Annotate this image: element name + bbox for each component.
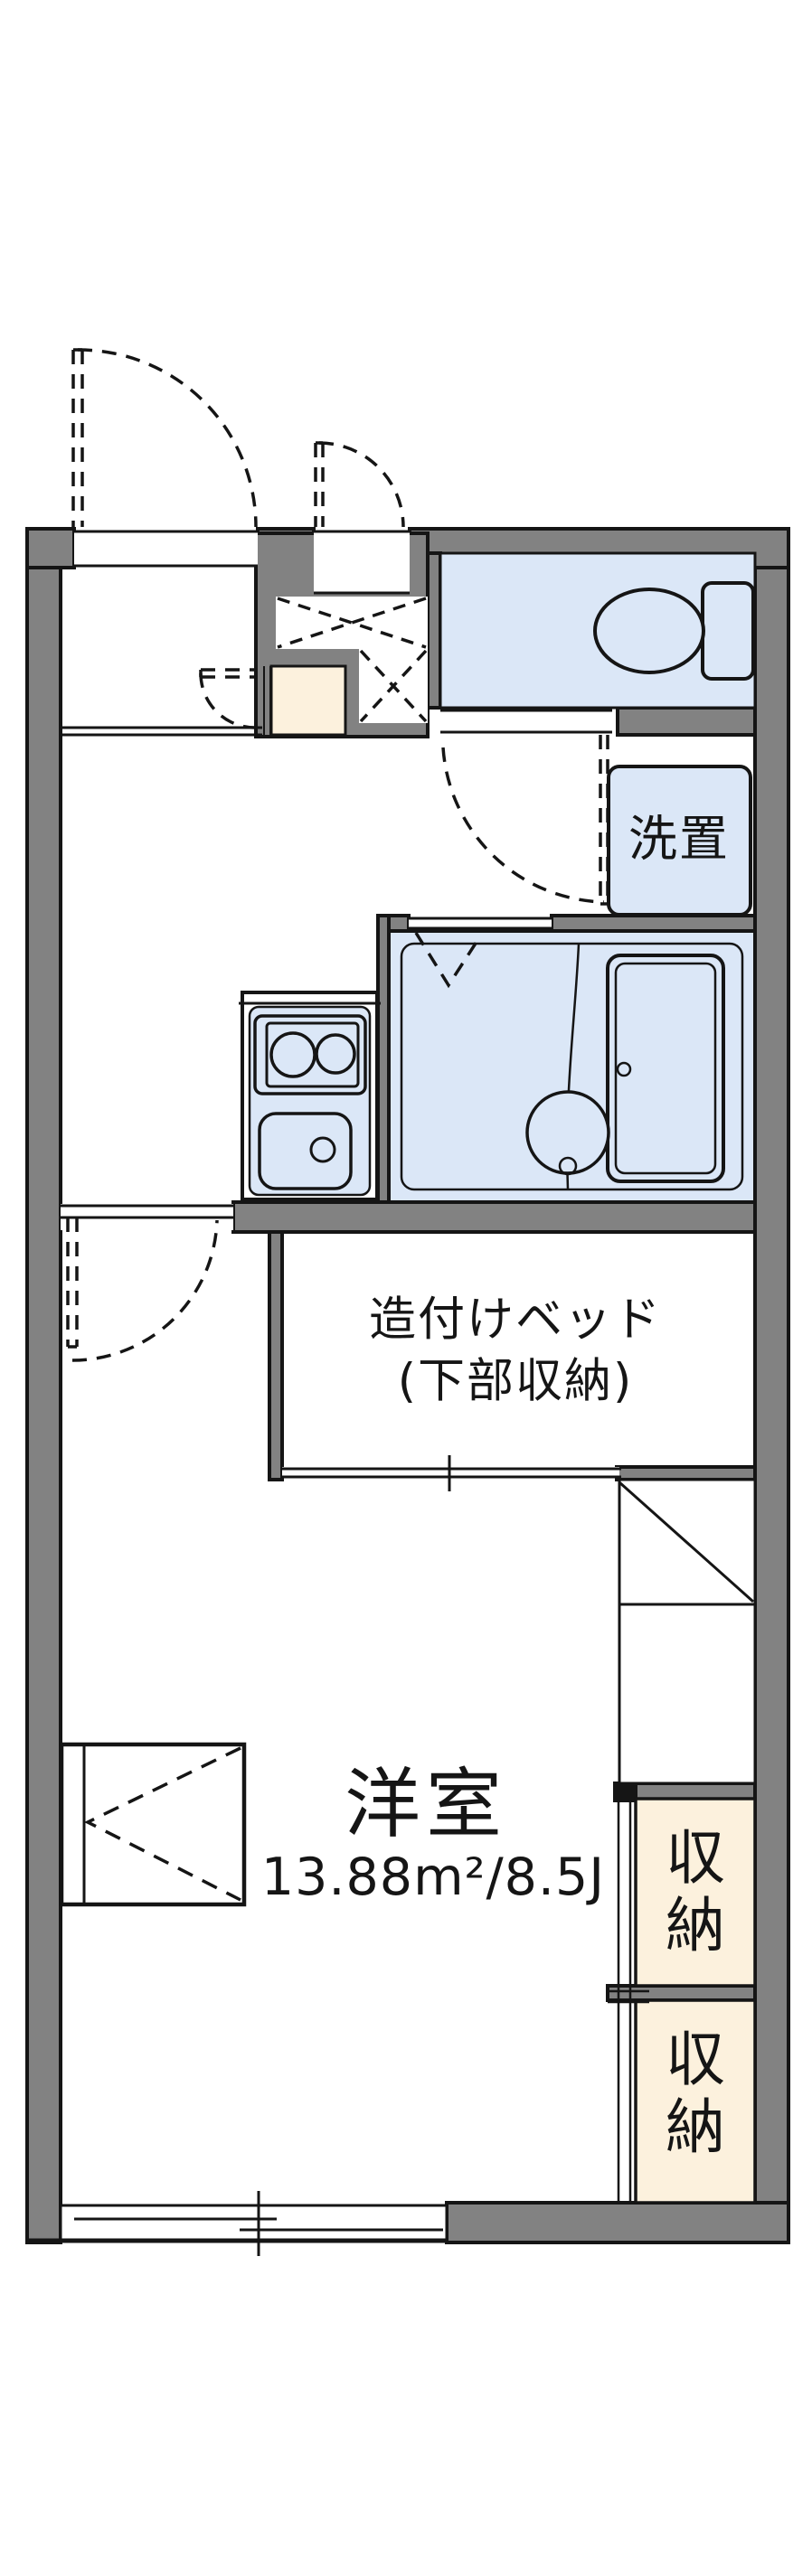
wall-step-block [617, 1782, 637, 1800]
wall-partition-room [231, 1200, 757, 1234]
storage-upper-char2: 納 [666, 1891, 725, 1960]
window-opening [61, 2205, 447, 2239]
built-in-bed-label-line1: 造付けベッド [368, 1293, 663, 1348]
refrigerator-space [618, 1478, 757, 1785]
closet-x-lower [359, 649, 428, 723]
toilet-door-opening [440, 710, 612, 733]
bathtub-inner-edge [614, 962, 717, 1175]
storage-threshold-lines [314, 530, 410, 595]
wall-toilet-left [426, 551, 442, 710]
room-door-leaf [66, 1217, 79, 1349]
toilet-door-arc [441, 747, 605, 904]
genkan-tile-edge-lines [263, 666, 271, 735]
wall-bath-top-right [550, 914, 757, 933]
entry-threshold-lines [74, 530, 258, 568]
storage-lower-box [634, 1998, 757, 2205]
wall-bottom-right [445, 2201, 790, 2244]
wall-bed-left [268, 1230, 284, 1481]
refrigerator-space-diagonal [618, 1481, 754, 1603]
storage-upper-label: 収 納 [666, 1824, 725, 1960]
living-room-label: 洋室 [344, 1759, 508, 1848]
wall-toilet-bottom [616, 706, 757, 737]
entry-door-opening [74, 532, 258, 566]
closet-x-upper [277, 597, 427, 649]
sink-drain-icon [309, 1136, 336, 1163]
storage-upper-box [634, 1797, 757, 1988]
stove-burner-right-icon [315, 1033, 356, 1075]
stove-burner-left-icon [269, 1031, 316, 1078]
genkan-tile [269, 664, 347, 737]
entry-door-leaf [71, 348, 84, 527]
bath-folding-door-icon [414, 932, 482, 989]
bath-drain-icon [558, 1156, 578, 1176]
kitchen-sink [258, 1112, 353, 1190]
toilet-door-leaf [599, 735, 609, 906]
bathroom-inner-edge [400, 942, 744, 1191]
bath-door-opening [409, 917, 552, 929]
wall-left [25, 527, 62, 2244]
storage-lower-char2: 納 [666, 2092, 725, 2162]
room-door-arc [71, 1219, 219, 1362]
bed-foot-lines [282, 1467, 621, 1479]
toilet-threshold-lines [440, 709, 612, 734]
wall-closet-top [615, 1465, 757, 1481]
bathtub-icon [606, 954, 725, 1183]
genkan-step-lines [61, 726, 262, 737]
storage-sliding-handle-ticks [608, 1989, 649, 2004]
toilet-bowl-icon [593, 588, 705, 674]
storage-lower-label: 収 納 [666, 2026, 725, 2161]
genkan-closet-door-leaf [199, 668, 255, 679]
bathtub-handle-dot [616, 1061, 632, 1077]
living-room-area: 13.88m²/8.5J [260, 1847, 606, 1908]
storage-door-opening [314, 532, 410, 593]
storage-upper-char1: 収 [666, 1823, 725, 1893]
wall-top-left-corner [25, 527, 76, 569]
bath-threshold-lines [409, 917, 552, 930]
outside-storage-door-leaf [314, 441, 325, 527]
storage-lower-char1: 収 [666, 2025, 725, 2094]
toilet-tank-icon [701, 581, 755, 681]
outside-storage-door-arc [318, 441, 405, 528]
room-doorway-lines [61, 1204, 233, 1219]
washer-space-label: 洗置 [628, 810, 730, 868]
wall-right [753, 527, 790, 2244]
entry-door-arc [77, 348, 258, 528]
bay-window-open-marks [84, 1746, 241, 1902]
genkan-closet-door-arc [199, 672, 256, 729]
bath-stool-icon [525, 1090, 610, 1175]
built-in-bed-label-line2: (下部収納) [397, 1354, 634, 1409]
window-frame-sides [59, 2205, 448, 2239]
stove-inner-frame [265, 1021, 360, 1088]
